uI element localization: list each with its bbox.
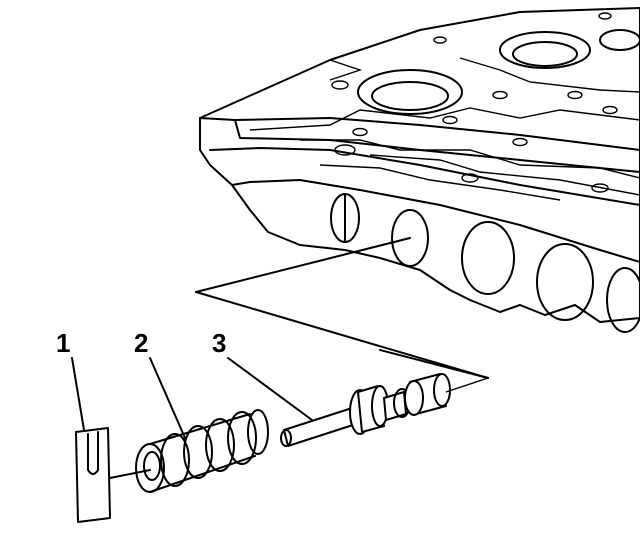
callout-leaders [71,357,313,439]
coil-spring [135,409,269,493]
alignment-guide-lines [195,237,489,379]
valve [280,373,489,447]
callout-2: 2 [134,328,148,358]
callout-3: 3 [212,328,226,358]
valve-body-casting [199,7,640,333]
retainer-clip [75,427,151,523]
callout-1: 1 [56,328,70,358]
